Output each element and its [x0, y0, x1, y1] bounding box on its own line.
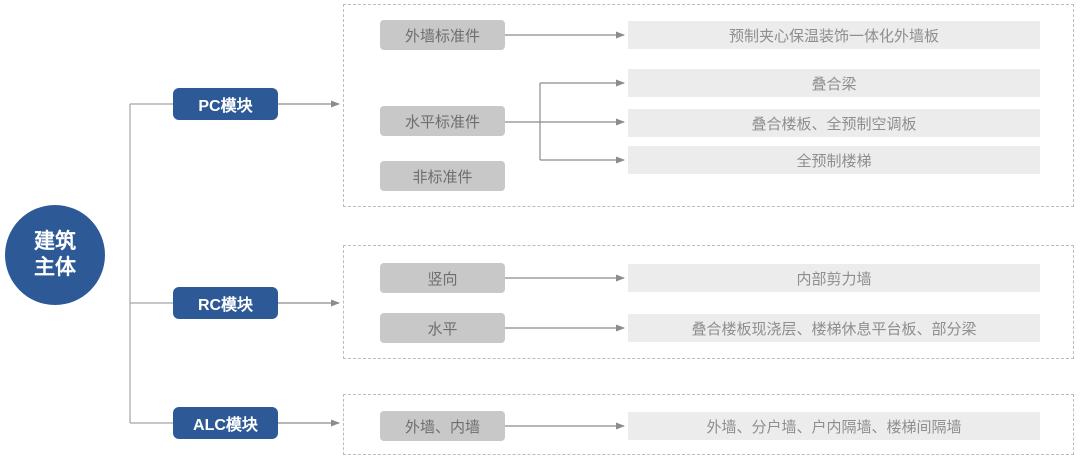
pc-module-group-box [343, 4, 1074, 207]
category-label: 外墙、内墙 [404, 418, 480, 436]
alc-module-group-box [343, 394, 1074, 455]
output-bar-partition-walls: 外墙、分户墙、户内隔墙、楼梯间隔墙 [628, 412, 1040, 440]
output-bar-cast-in-situ-layer: 叠合楼板现浇层、楼梯休息平台板、部分梁 [628, 314, 1040, 342]
output-bar-composite-slab-ac-panel: 叠合楼板、全预制空调板 [628, 109, 1040, 137]
output-bar-label: 全预制楼梯 [796, 152, 872, 170]
category-node-horizontal-standard: 水平标准件 [380, 106, 505, 136]
category-node-non-standard: 非标准件 [380, 161, 505, 191]
category-node-vertical: 竖向 [380, 263, 505, 293]
output-bar-precast-sandwich-wall-panel: 预制夹心保温装饰一体化外墙板 [628, 21, 1040, 49]
category-label: 竖向 [427, 270, 458, 288]
category-label: 非标准件 [412, 168, 473, 186]
category-node-exterior-wall-standard: 外墙标准件 [380, 20, 505, 50]
module-node-pc-label: PC模块 [198, 98, 253, 115]
output-bar-composite-beam: 叠合梁 [628, 69, 1040, 97]
output-bar-label: 内部剪力墙 [796, 270, 872, 288]
output-bar-precast-stair: 全预制楼梯 [628, 146, 1040, 174]
output-bar-label: 叠合楼板、全预制空调板 [751, 115, 917, 133]
output-bar-internal-shear-wall: 内部剪力墙 [628, 264, 1040, 292]
root-node-building-body: 建筑 主体 [5, 205, 105, 305]
category-label: 外墙标准件 [404, 27, 480, 45]
module-node-alc: ALC模块 [173, 407, 278, 439]
output-bar-label: 外墙、分户墙、户内隔墙、楼梯间隔墙 [706, 418, 962, 436]
category-node-horizontal: 水平 [380, 313, 505, 343]
category-label: 水平标准件 [404, 113, 480, 131]
module-node-rc-label: RC模块 [197, 297, 254, 314]
category-label: 水平 [427, 320, 458, 338]
output-bar-label: 预制夹心保温装饰一体化外墙板 [728, 27, 939, 45]
module-node-pc: PC模块 [173, 88, 278, 120]
output-bar-label: 叠合梁 [811, 75, 857, 93]
module-node-alc-label: ALC模块 [193, 417, 258, 434]
module-node-rc: RC模块 [173, 287, 278, 319]
output-bar-label: 叠合楼板现浇层、楼梯休息平台板、部分梁 [691, 320, 977, 338]
rc-module-group-box [343, 245, 1074, 359]
root-node-label-line1: 建筑 [34, 229, 76, 253]
root-node-label-line2: 主体 [34, 256, 76, 279]
category-node-ext-int-wall: 外墙、内墙 [380, 411, 505, 441]
